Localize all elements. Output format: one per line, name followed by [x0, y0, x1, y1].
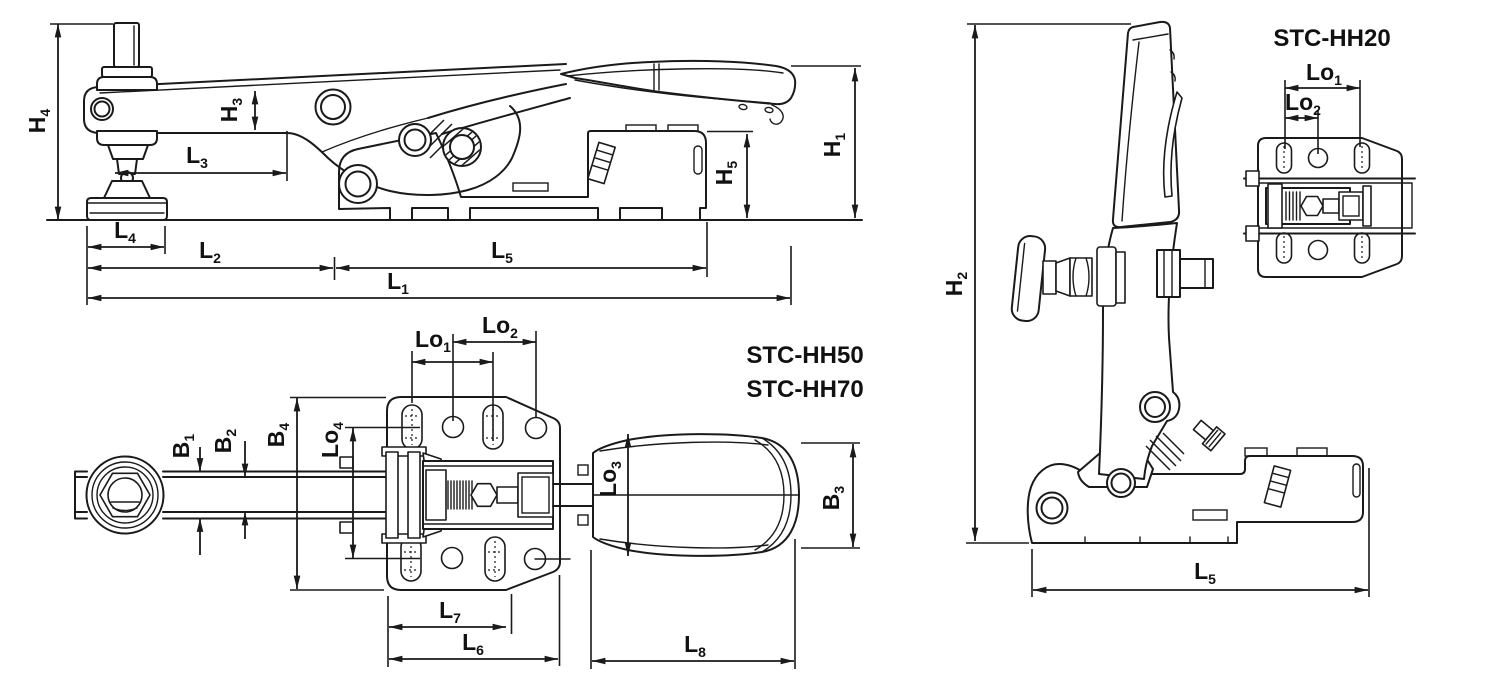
dim-L6: L6: [388, 575, 561, 666]
model-label-stc-hh20: STC-HH20: [1273, 25, 1390, 52]
dim-label-Lo1-hh20: Lo1: [1306, 59, 1342, 88]
view-side-closed: H4 H3 L3 L4 L2 L5 L1: [24, 22, 863, 305]
dim-label-L7: L7: [439, 597, 461, 626]
spring-hatch: [1145, 432, 1185, 471]
base-keyhole: [1352, 463, 1361, 498]
dim-label-B1: B1: [168, 434, 197, 459]
dim-label-Lo1: Lo1: [415, 326, 451, 355]
dim-Lo4: Lo4: [317, 422, 420, 560]
dim-B4: B4: [263, 396, 386, 591]
dim-label-L4: L4: [114, 217, 136, 246]
dim-label-L2: L2: [199, 237, 221, 266]
toggle-mechanism-plan: [339, 446, 593, 544]
dim-B1: B1: [168, 434, 204, 555]
dim-label-L6: L6: [462, 629, 484, 658]
lock-nut: [107, 144, 149, 160]
dim-label-B4: B4: [263, 423, 292, 448]
view-plan-hh50: B1 B2 B4 Lo4 Lo1 Lo2 Lo3: [74, 312, 864, 669]
dim-label-L8: L8: [684, 631, 706, 660]
dim-label-H4: H4: [24, 109, 53, 134]
dim-label-L3: L3: [186, 142, 208, 171]
dim-label-Lo3: Lo3: [595, 461, 624, 497]
dim-Lo2: Lo2: [452, 312, 537, 421]
adjust-screw: [1192, 419, 1226, 452]
dim-L8: L8: [590, 539, 796, 669]
dim-L2: L2: [87, 237, 336, 280]
handle-open: [1111, 20, 1183, 229]
handle-lever: [1162, 91, 1183, 198]
dim-H1: H1: [791, 65, 861, 219]
dim-H3: H3: [216, 90, 259, 131]
dim-label-B2: B2: [210, 429, 239, 454]
dim-H4: H4: [24, 23, 62, 221]
dim-label-H1: H1: [819, 133, 848, 158]
dim-L1: L1: [87, 246, 792, 305]
clamp-arm: [83, 63, 567, 197]
base-slot: [1192, 509, 1228, 521]
toggle-mechanism-hh20: [1243, 170, 1416, 242]
foot-cone: [103, 180, 151, 199]
dim-L4: L4: [87, 217, 166, 254]
model-label-stc-hh70: STC-HH70: [746, 376, 863, 403]
dim-L3: L3: [114, 131, 288, 181]
upper-washer: [96, 76, 158, 91]
base-tab: [1296, 447, 1328, 457]
spindle-rod: [113, 22, 140, 68]
dim-Lo2-hh20: Lo2: [1284, 89, 1321, 154]
dim-label-H3: H3: [216, 98, 245, 123]
dim-label-L5: L5: [491, 237, 513, 266]
view-plan-hh20: Lo1 Lo2 STC-HH20: [1243, 25, 1416, 278]
dim-label-B3: B3: [818, 486, 847, 511]
dim-label-H2: H2: [941, 272, 970, 297]
hex-nut-side: [1156, 249, 1181, 298]
dim-L5-right: L5: [1031, 468, 1370, 597]
dim-L7: L7: [387, 594, 513, 667]
dim-H5: H5: [707, 130, 753, 219]
view-side-open: H2 L5: [941, 20, 1370, 597]
dim-Lo1: Lo1: [411, 326, 494, 441]
model-label-stc-hh50: STC-HH50: [746, 342, 863, 369]
dim-label-Lo2: Lo2: [482, 312, 518, 341]
lower-washer: [96, 130, 158, 146]
clamp-bar-plan: [74, 455, 387, 535]
dim-H2: H2: [941, 23, 1131, 544]
knob: [1010, 235, 1047, 323]
dim-label-L1: L1: [387, 268, 409, 297]
base-keyhole: [693, 145, 703, 175]
dim-label-Lo2-hh20: Lo2: [1285, 89, 1321, 118]
mounting-slots-hh20: [1275, 142, 1371, 264]
dim-Lo1-hh20: Lo1: [1284, 59, 1361, 149]
stud-end: [1179, 258, 1214, 289]
dim-label-H5: H5: [711, 161, 740, 186]
dim-B2: B2: [210, 429, 249, 539]
spindle-flange: [101, 66, 153, 78]
rubber-insert: [587, 141, 616, 185]
base-tab: [625, 124, 657, 132]
base-tab: [1244, 447, 1268, 457]
rubber-insert-open: [1263, 465, 1292, 508]
dim-L5-top: L5: [335, 222, 708, 277]
base-plate: [338, 130, 707, 221]
dim-Lo3: Lo3: [595, 433, 632, 557]
base-slot: [512, 182, 549, 192]
base-tab: [667, 124, 699, 132]
dim-B3: B3: [801, 442, 860, 549]
base-plate-open: [1026, 455, 1364, 544]
spindle-assembly-open: [1010, 235, 1214, 323]
pivot-holes: [314, 88, 482, 204]
dim-label-L5-right: L5: [1194, 558, 1216, 587]
adjust-screw-hex: [470, 482, 498, 508]
spindle-assembly: [86, 22, 168, 221]
handle-closed: [560, 59, 797, 125]
dim-label-Lo4: Lo4: [317, 422, 346, 458]
